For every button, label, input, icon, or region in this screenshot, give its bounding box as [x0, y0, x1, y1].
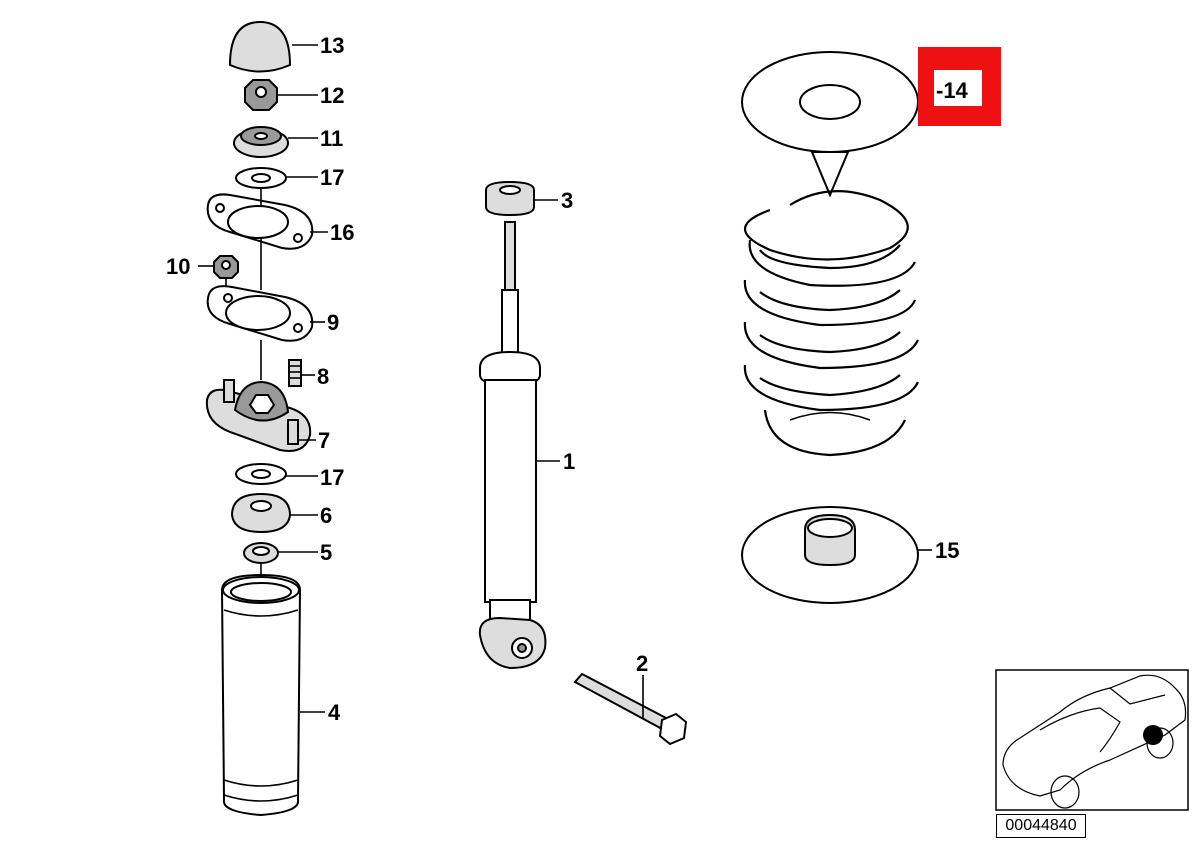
- label-11: 11: [320, 126, 343, 151]
- label-6: 6: [320, 503, 332, 528]
- part-10-nut[interactable]: [213, 255, 239, 279]
- highlight-label-bg: [934, 70, 982, 106]
- label-7: 7: [318, 428, 330, 453]
- label-16: 16: [330, 220, 354, 245]
- label-9: 9: [327, 310, 339, 335]
- leader-lines: [198, 44, 932, 718]
- part-13-cap[interactable]: [228, 20, 292, 73]
- label-1: 1: [563, 449, 575, 474]
- location-marker-icon: [1143, 725, 1163, 745]
- coil-spring[interactable]: [743, 190, 919, 457]
- label-2: 2: [636, 651, 648, 676]
- label-3: 3: [561, 188, 573, 213]
- part-17-washer-bottom[interactable]: [235, 463, 287, 485]
- label-8: 8: [317, 364, 329, 389]
- part-4-dust-boot[interactable]: [220, 573, 302, 817]
- part-6-bump-stop[interactable]: [230, 492, 292, 534]
- label-17-top: 17: [320, 165, 344, 190]
- part-2-bolt[interactable]: [573, 672, 688, 746]
- label-4: 4: [328, 700, 341, 725]
- part-8-stud[interactable]: [288, 359, 302, 387]
- label-5: 5: [320, 540, 332, 565]
- label-10: 10: [166, 254, 190, 279]
- label-14: -14: [936, 78, 969, 103]
- part-1-shock-absorber[interactable]: [478, 221, 547, 670]
- part-11-bushing[interactable]: [233, 126, 289, 158]
- part-3-bushing[interactable]: [485, 180, 535, 217]
- part-12-nut[interactable]: [244, 79, 278, 111]
- part-17-washer-top[interactable]: [235, 167, 287, 189]
- label-12: 12: [320, 83, 344, 108]
- part-16-gasket[interactable]: [206, 193, 314, 250]
- part-9-gasket[interactable]: [206, 285, 314, 342]
- label-17-bottom: 17: [320, 465, 344, 490]
- part-15-lower-spring-pad[interactable]: [741, 506, 919, 604]
- label-13: 13: [320, 33, 344, 58]
- part-5-bushing[interactable]: [243, 542, 279, 564]
- document-number: 00044840: [996, 814, 1086, 838]
- part-7-strut-mount[interactable]: [205, 379, 312, 452]
- vehicle-location-inset: [995, 669, 1189, 811]
- part-14-upper-spring-pad[interactable]: [741, 51, 919, 198]
- label-15: 15: [935, 538, 959, 563]
